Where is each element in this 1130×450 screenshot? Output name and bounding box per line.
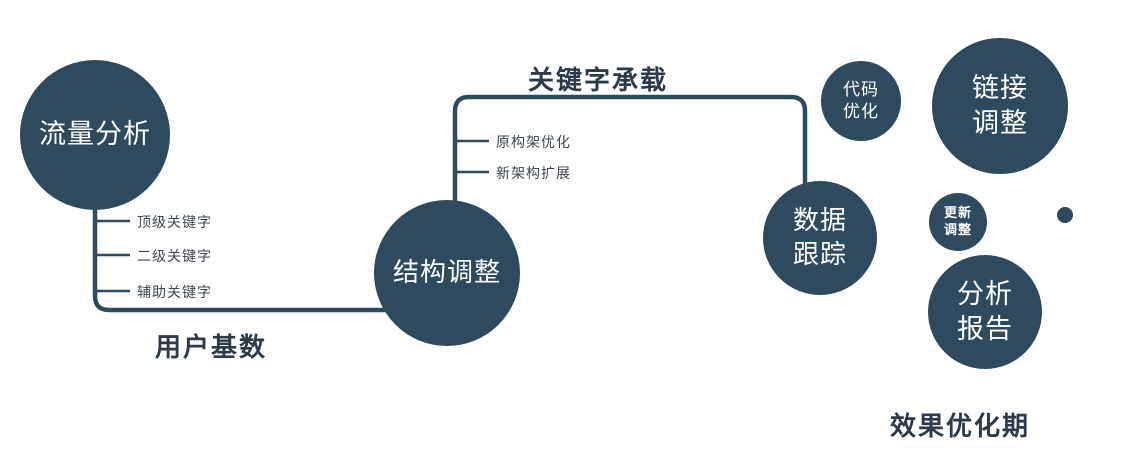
node-analysis-report-line1: 分析 xyxy=(957,278,1013,309)
connector-structure-to-tracking xyxy=(452,94,808,212)
node-structure-adjust: 结构调整 xyxy=(374,200,520,346)
node-structure-adjust-label: 结构调整 xyxy=(392,257,501,288)
node-analysis-report-line2: 报告 xyxy=(957,314,1013,344)
node-link-adjustment-line2: 调整 xyxy=(972,108,1028,138)
node-traffic-analysis: 流量分析 xyxy=(20,60,170,210)
node-link-adjustment-line1: 链接 xyxy=(972,72,1028,103)
edge-label-user-base: 用户基数 xyxy=(155,332,268,362)
node-data-tracking: 数据 跟踪 xyxy=(763,181,877,295)
branch-label-second-keyword: 二级关键字 xyxy=(137,248,212,264)
node-analysis-report: 分析 报告 xyxy=(928,255,1042,369)
branch-label-framework-opt: 原构架优化 xyxy=(496,134,571,150)
connector-traffic-to-structure xyxy=(92,198,412,313)
caption-effect-optimization-period: 效果优化期 xyxy=(890,411,1031,441)
branch-label-framework-expand: 新架构扩展 xyxy=(496,165,571,181)
node-code-optimization-line2: 优化 xyxy=(843,102,879,121)
node-update-adjustment: 更新 调整 xyxy=(929,193,987,251)
node-code-optimization: 代码 优化 xyxy=(821,61,901,141)
branch-label-top-keyword: 顶级关键字 xyxy=(137,214,212,230)
node-data-tracking-line2: 跟踪 xyxy=(792,239,847,269)
node-data-tracking-line1: 数据 xyxy=(792,205,847,236)
node-update-adjustment-line2: 调整 xyxy=(943,222,972,237)
node-link-adjustment: 链接 调整 xyxy=(932,38,1068,174)
node-update-adjustment-line1: 更新 xyxy=(943,205,972,221)
node-code-optimization-line1: 代码 xyxy=(843,79,879,99)
dot-marker xyxy=(1057,207,1073,223)
node-traffic-analysis-label: 流量分析 xyxy=(39,119,151,150)
branch-label-aux-keyword: 辅助关键字 xyxy=(137,284,212,300)
edge-label-keyword-carrying: 关键字承载 xyxy=(528,65,669,95)
